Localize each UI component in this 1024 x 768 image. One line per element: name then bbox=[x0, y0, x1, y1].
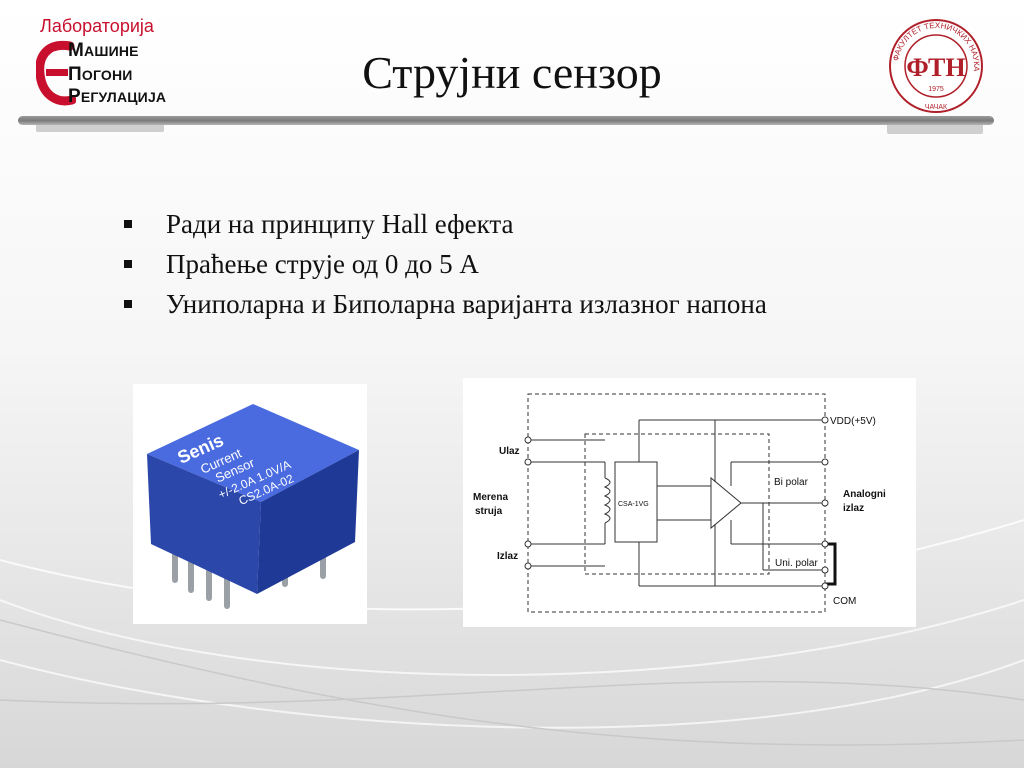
label-analogni: Analogni bbox=[843, 489, 886, 500]
lab-e-emblem bbox=[36, 40, 76, 106]
seal-city: ЧАЧАК bbox=[925, 104, 948, 111]
label-chip: CSA-1VG bbox=[618, 501, 649, 508]
sensor-photo: Senis Current Sensor +/-2.0A 1.0V/A CS2.… bbox=[133, 384, 367, 624]
label-struja: struja bbox=[475, 506, 503, 517]
rule-shadow-left bbox=[36, 122, 164, 132]
lab-line-1: МАШИНЕ bbox=[68, 40, 139, 61]
label-bi-polar: Bi polar bbox=[774, 477, 809, 488]
inner-dashed-box bbox=[584, 433, 770, 575]
schematic-diagram: Ulaz Merena struja Izlaz CSA-1VG VDD(+5V… bbox=[463, 378, 916, 627]
lab-title: Лабораторија bbox=[40, 16, 154, 36]
seal-monogram: ФТН bbox=[906, 53, 965, 82]
faculty-seal: ФАКУЛТЕТ ТЕХНИЧКИХ НАУКА ФТН 1975 ЧАЧАК bbox=[889, 19, 983, 113]
rule-shadow-right bbox=[887, 122, 983, 134]
bullet-item: Униполарна и Биполарна варијанта излазно… bbox=[120, 284, 767, 324]
title-rule bbox=[18, 116, 994, 125]
label-com: COM bbox=[833, 596, 856, 607]
label-vdd: VDD(+5V) bbox=[830, 416, 876, 427]
bullet-square-icon bbox=[124, 300, 132, 308]
bullet-list: Ради на принципу Hall ефекта Праћење стр… bbox=[120, 204, 767, 324]
label-uni-polar: Uni. polar bbox=[775, 558, 818, 569]
label-merena: Merena bbox=[473, 492, 508, 503]
terminal-dots bbox=[524, 416, 829, 590]
lab-line-2: ПОГОНИ bbox=[68, 64, 133, 85]
sensor-illustration: Senis Current Sensor +/-2.0A 1.0V/A CS2.… bbox=[147, 404, 359, 609]
jumper-wire bbox=[825, 542, 837, 586]
lab-line-3: РЕГУЛАЦИЈА bbox=[68, 86, 167, 107]
bullet-square-icon bbox=[124, 220, 132, 228]
label-izlaz: Izlaz bbox=[497, 551, 518, 562]
slide-title: Струјни сензор bbox=[362, 47, 662, 98]
bullet-item: Праћење струје од 0 до 5 А bbox=[120, 244, 767, 284]
label-analogni-izlaz: izlaz bbox=[843, 503, 864, 514]
bullet-square-icon bbox=[124, 260, 132, 268]
bullet-item: Ради на принципу Hall ефекта bbox=[120, 204, 767, 244]
label-ulaz: Ulaz bbox=[499, 446, 520, 457]
seal-year: 1975 bbox=[928, 86, 944, 93]
